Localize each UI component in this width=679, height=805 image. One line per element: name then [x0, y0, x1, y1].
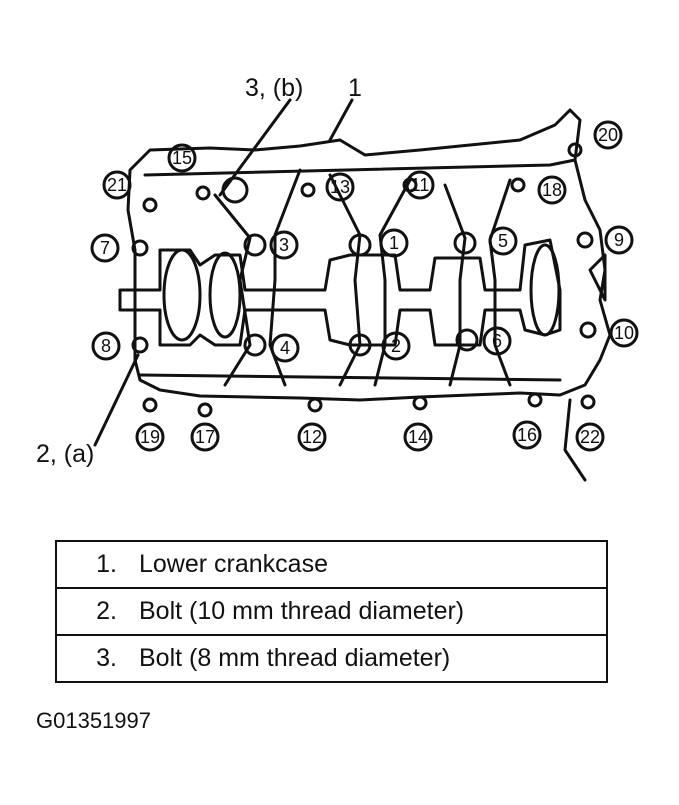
legend-text: Lower crankcase [139, 550, 328, 578]
legend-row: 1. Lower crankcase [55, 540, 608, 589]
seq-6: 6 [492, 331, 502, 351]
seq-5: 5 [498, 231, 508, 251]
legend-cell: 2. Bolt (10 mm thread diameter) [55, 587, 608, 636]
seq-3: 3 [279, 235, 289, 255]
seq-19: 19 [140, 427, 160, 447]
seq-16: 16 [517, 425, 537, 445]
seq-11: 11 [411, 175, 430, 195]
legend-table: 1. Lower crankcase 2. Bolt (10 mm thread d… [55, 540, 608, 683]
legend-text: Bolt (8 mm thread diameter) [139, 644, 451, 672]
seq-18: 18 [542, 180, 562, 200]
seq-7: 7 [100, 238, 110, 258]
seq-15: 15 [172, 148, 192, 168]
legend-cell: 1. Lower crankcase [55, 540, 608, 589]
seq-20: 20 [598, 125, 618, 145]
legend-row: 3. Bolt (8 mm thread diameter) [55, 634, 608, 683]
legend-number: 2. [96, 597, 117, 625]
legend-row: 2. Bolt (10 mm thread diameter) [55, 587, 608, 636]
callout-3b: 3, (b) [245, 74, 303, 102]
legend-number: 1. [96, 550, 117, 578]
seq-4: 4 [280, 338, 290, 358]
seq-14: 14 [408, 427, 428, 447]
crankshaft [118, 238, 562, 347]
seq-1: 1 [389, 233, 399, 253]
legend-cell: 3. Bolt (8 mm thread diameter) [55, 634, 608, 683]
seq-10: 10 [614, 323, 634, 343]
seq-17: 17 [195, 427, 215, 447]
crankcase-outline [126, 108, 612, 402]
callout-2a: 2, (a) [36, 440, 94, 468]
crankcase-bolt-diagram: 1 3, (b) 2, (a) 15 21 13 11 18 20 3 1 5 … [36, 74, 639, 482]
seq-12: 12 [302, 427, 322, 447]
seq-22: 22 [580, 427, 600, 447]
callout-1: 1 [348, 74, 362, 102]
seq-9: 9 [614, 230, 624, 250]
legend-text: Bolt (10 mm thread diameter) [139, 597, 465, 625]
figure-id: G01351997 [36, 708, 151, 733]
legend-number: 3. [96, 644, 117, 672]
seq-13: 13 [330, 177, 350, 197]
seq-21: 21 [107, 175, 127, 195]
seq-8: 8 [101, 336, 111, 356]
seq-2: 2 [391, 336, 401, 356]
